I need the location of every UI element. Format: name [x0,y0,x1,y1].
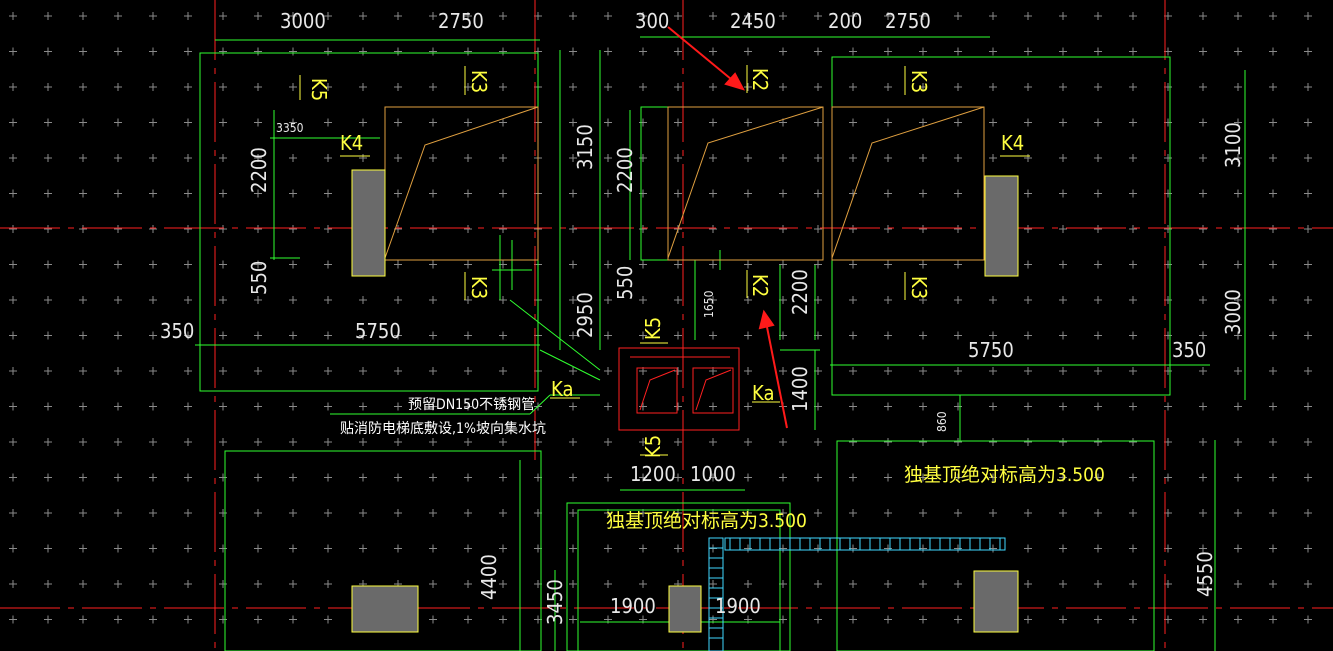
dim-3350: 3350 [276,121,304,135]
dim-2200-mid: 2200 [613,147,637,193]
elevator-pit [618,347,740,431]
label-k5-mid: K5 [641,317,665,340]
dim-3150: 3150 [573,124,597,170]
label-k5-top: K5 [307,78,331,101]
annotation-arrows [667,26,788,429]
label-k4-left: K4 [340,131,363,155]
dim-top-200: 200 [828,9,862,33]
dim-top-2750-b: 2750 [885,9,931,33]
dim-1400: 1400 [788,366,812,412]
dim-1650: 1650 [702,290,716,318]
dim-1900-a: 1900 [610,594,656,618]
dim-1200: 1200 [630,462,676,486]
pipe-note-line2: 贴消防电梯底敷设,1%坡向集水坑 [340,420,546,437]
dim-350-left: 350 [160,319,194,343]
dim-top-300: 300 [635,9,669,33]
label-k5-low: K5 [641,435,665,458]
label-k2-bottom: K2 [748,274,772,297]
dim-3100: 3100 [1221,122,1245,168]
dim-5750-left: 5750 [355,319,401,343]
label-k3-top-left: K3 [467,70,491,93]
rebar-detail [708,537,1006,651]
label-ka-left: Ka [551,377,573,401]
label-k4-right: K4 [1001,131,1024,155]
label-k3-bottom-left: K3 [467,276,491,299]
dim-1000: 1000 [690,462,736,486]
elevation-note-right: 独基顶绝对标高为3.500 [904,464,1105,486]
dim-3000: 3000 [1221,289,1245,335]
dim-860: 860 [935,411,949,432]
arrow-to-k2-bottom [765,321,788,429]
dim-top-3000: 3000 [280,9,326,33]
dim-2200-left: 2200 [247,147,271,193]
label-k3-top-right: K3 [907,70,931,93]
pit-outlines [384,106,985,261]
dim-550-mid: 550 [613,266,637,300]
label-ka-right: Ka [752,381,774,405]
dim-5750-right: 5750 [968,338,1014,362]
dim-4550: 4550 [1193,551,1217,597]
columns [351,169,1019,633]
dim-4400: 4400 [477,554,501,600]
elevation-note-center: 独基顶绝对标高为3.500 [606,510,807,532]
grid-cross-marks [9,12,1312,624]
label-k3-bottom-right: K3 [907,276,931,299]
pipe-note: 预留DN150不锈钢管 [408,397,535,413]
dim-top-2450: 2450 [730,9,776,33]
arrow-to-k2-top [667,26,738,85]
dim-3450: 3450 [543,579,567,625]
label-k2-top: K2 [748,68,772,91]
dim-2200-right: 2200 [788,269,812,315]
dim-2950: 2950 [573,292,597,338]
dim-top-2750-a: 2750 [438,9,484,33]
label-markers [299,65,1030,456]
grid-crosses [9,12,1312,624]
dim-1900-b: 1900 [715,594,761,618]
dim-550-left: 550 [247,261,271,295]
dim-350-right: 350 [1172,338,1206,362]
